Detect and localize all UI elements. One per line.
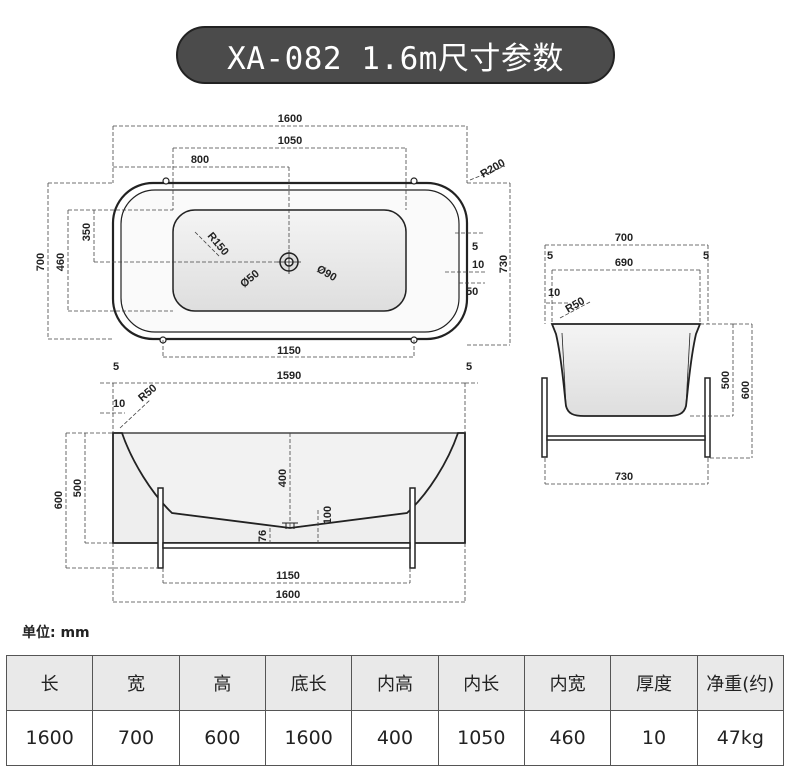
dim-side-wall: 10 [548,287,560,299]
dim-front-right-rim: 5 [466,361,472,373]
dim-side-right-rim: 5 [703,250,709,262]
dim-front-height: 600 [53,491,65,509]
spec-value-cell: 1050 [437,710,525,766]
side-view-dimensions [544,244,753,485]
spec-header-cell: 厚度 [610,655,698,711]
front-left-leg [157,487,164,569]
dim-front-depth: 400 [277,469,289,487]
dim-top-drain-offset: 800 [191,154,209,166]
spec-value-cell: 1600 [5,710,94,766]
unit-label: 单位: mm [22,625,90,641]
spec-value-cell: 1600 [264,710,353,766]
front-view-dimensions [65,382,478,603]
leg-marker-tl [162,177,170,185]
top-view [111,177,469,344]
dim-front-leg-span: 1150 [276,570,300,582]
spec-header-cell: 内高 [351,655,439,711]
spec-header-cell: 长 [5,655,94,711]
dim-top-corner-radius: R200 [479,157,508,181]
spec-value-cell: 10 [610,710,698,766]
dim-side-base-width: 730 [615,471,633,483]
technical-drawing: 1600 1050 800 R200 R150 Ø50 Ø90 700 460 … [35,113,753,603]
title-banner: XA-082 1.6m尺寸参数 [176,26,615,84]
dim-front-drain-gap: 76 [257,530,269,542]
spec-header-cell: 高 [178,655,266,711]
dim-front-wall: 10 [113,398,125,410]
dim-top-inner-width: 460 [55,253,67,271]
top-view-dimensions [47,125,511,358]
spec-value-cell: 600 [178,710,266,766]
dim-top-width: 700 [35,253,47,271]
spec-value-cell: 700 [92,710,180,766]
dim-front-length: 1590 [277,370,301,382]
spec-header-cell: 内长 [437,655,525,711]
spec-header-cell: 底长 [264,655,353,711]
side-base-bar [546,435,706,441]
dim-side-inner-width: 690 [615,257,633,269]
side-view [541,323,711,458]
dim-top-drain-side: 350 [81,223,93,241]
dim-side-width: 700 [615,232,633,244]
dim-side-inner-height: 500 [720,371,732,389]
spec-table-header-row: 长宽高底长内高内长内宽厚度净重(约) [5,655,785,711]
leg-marker-tr [410,177,418,185]
front-right-leg [409,487,416,569]
front-base-bar [162,542,411,549]
dim-front-base-length: 1600 [276,589,300,601]
spec-value-cell: 460 [523,710,612,766]
dim-front-drain-height: 100 [322,506,334,524]
dim-side-left-rim: 5 [547,250,553,262]
dim-top-leg-span: 1150 [277,345,301,357]
spec-value-cell: 47kg [696,710,785,766]
dim-top-rim-c: 50 [466,286,478,298]
spec-value-cell: 400 [351,710,439,766]
dim-top-outer-width: 730 [498,255,510,273]
dim-top-rim-b: 10 [472,259,484,271]
dim-front-left-rim: 5 [113,361,119,373]
front-view [112,432,466,569]
dim-front-radius: R50 [136,382,159,404]
dim-top-rim-a: 5 [472,241,478,253]
dim-side-radius: R50 [564,295,587,315]
page-title: XA-082 1.6m尺寸参数 [227,40,564,77]
spec-header-cell: 净重(约) [696,655,785,711]
front-tub-body [112,432,466,544]
dim-top-length: 1600 [278,113,302,125]
dim-top-inner-length: 1050 [278,135,302,147]
dim-front-inner-height: 500 [72,479,84,497]
side-tub-outline [550,323,702,417]
side-right-leg [704,377,711,458]
dim-side-height: 600 [740,381,752,399]
spec-header-cell: 宽 [92,655,180,711]
spec-header-cell: 内宽 [523,655,612,711]
side-left-leg [541,377,548,458]
front-view-dim-labels: 5 1590 5 10 R50 600 500 400 100 76 1150 … [53,361,472,601]
